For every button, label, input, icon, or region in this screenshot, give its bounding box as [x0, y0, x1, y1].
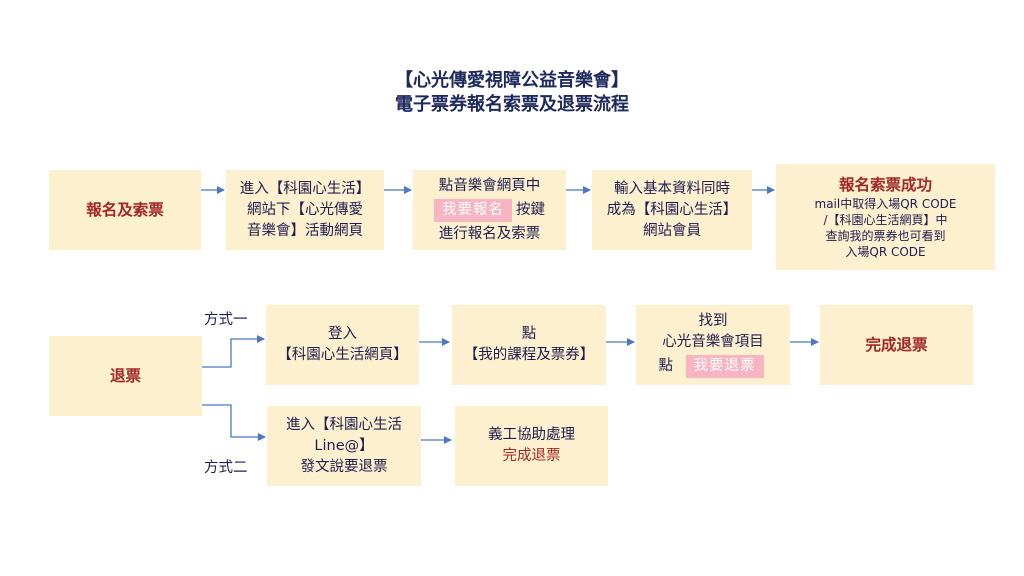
refund-m1-result-box: 完成退票: [820, 305, 973, 385]
refund-m2-step2-box: 義工協助處理 完成退票: [455, 406, 608, 486]
signup-step1-line2: 網站下【心光傳愛: [247, 201, 363, 218]
refund-start-label: 退票: [109, 366, 141, 385]
refund-m2-step2-line1: 義工協助處理: [488, 427, 575, 443]
signup-step1-line3: 音樂會】活動網頁: [247, 222, 363, 239]
page-title: 【心光傳愛視障公益音樂會】: [395, 70, 629, 91]
refund-m1-step1-line2: 【科園心生活網頁】: [277, 347, 408, 363]
branch-method2-arrow: [202, 404, 266, 441]
signup-step3-box: 輸入基本資料同時 成為【科園心生活】 網站會員: [592, 170, 752, 250]
refund-m2-step1-line2: Line@】: [314, 437, 374, 454]
signup-result-line4: 入場QR CODE: [845, 244, 926, 259]
refund-m1-result-label: 完成退票: [865, 335, 928, 354]
signup-step2-line3: 進行報名及索票: [438, 225, 541, 242]
page-subtitle: 電子票券報名索票及退票流程: [395, 94, 629, 115]
refund-m1-step2-box: 點 【我的課程及票券】: [452, 305, 606, 385]
signup-step2-line2: 我要報名按鍵: [434, 197, 545, 224]
method2-label: 方式二: [204, 460, 248, 476]
refund-m2-step1-line3: 發文說要退票: [300, 458, 388, 475]
signup-step2-after-button: 按鍵: [516, 201, 545, 218]
signup-start-label: 報名及索票: [86, 200, 164, 219]
refund-start-box: 退票: [49, 336, 202, 416]
method1-label: 方式一: [204, 312, 248, 328]
refund-m1-step2-line2: 【我的課程及票券】: [463, 347, 595, 363]
signup-step3-line3: 網站會員: [643, 222, 701, 239]
signup-result-box: 報名索票成功 mail中取得入場QR CODE /【科園心生活網頁】中 查詢我的…: [776, 164, 995, 270]
refund-m2-step1-line1: 進入【科園心生活: [286, 416, 402, 433]
refund-m1-step3-line1: 找到: [698, 312, 728, 329]
signup-result-line1: mail中取得入場QR CODE: [814, 196, 957, 211]
refund-m2-step2-line2: 完成退票: [502, 448, 561, 464]
refund-m1-step3-line2: 心光音樂會項目: [662, 333, 764, 350]
signup-step3-line2: 成為【科園心生活】: [606, 201, 738, 218]
signup-step1-line1: 進入【科園心生活】: [239, 180, 371, 197]
signup-step3-line1: 輸入基本資料同時: [614, 180, 730, 197]
refund-m2-step1-box: 進入【科園心生活 Line@】 發文說要退票: [267, 406, 421, 486]
refund-m1-step1-line1: 登入: [328, 326, 357, 342]
signup-step1-box: 進入【科園心生活】 網站下【心光傳愛 音樂會】活動網頁: [226, 170, 384, 250]
refund-m1-step1-box: 登入 【科園心生活網頁】: [266, 305, 419, 385]
refund-m1-step3-line3: 點 我要退票: [658, 353, 767, 380]
refund-button: 我要退票: [685, 354, 764, 378]
refund-m1-step3-box: 找到 心光音樂會項目 點 我要退票: [636, 305, 790, 385]
signup-result-headline: 報名索票成功: [838, 175, 932, 194]
signup-result-line2: /【科園心生活網頁】中: [823, 212, 948, 227]
refund-m1-step3-prefix: 點: [658, 357, 673, 374]
refund-m1-step2-line1: 點: [521, 326, 537, 342]
signup-result-line3: 查詢我的票券也可看到: [825, 228, 946, 243]
branch-method1-arrow: [202, 335, 265, 368]
signup-step2-box: 點音樂會網頁中 我要報名按鍵 進行報名及索票: [413, 170, 566, 250]
signup-button: 我要報名: [434, 198, 512, 222]
signup-start-box: 報名及索票: [49, 170, 201, 250]
signup-step2-line1: 點音樂會網頁中: [438, 177, 541, 194]
